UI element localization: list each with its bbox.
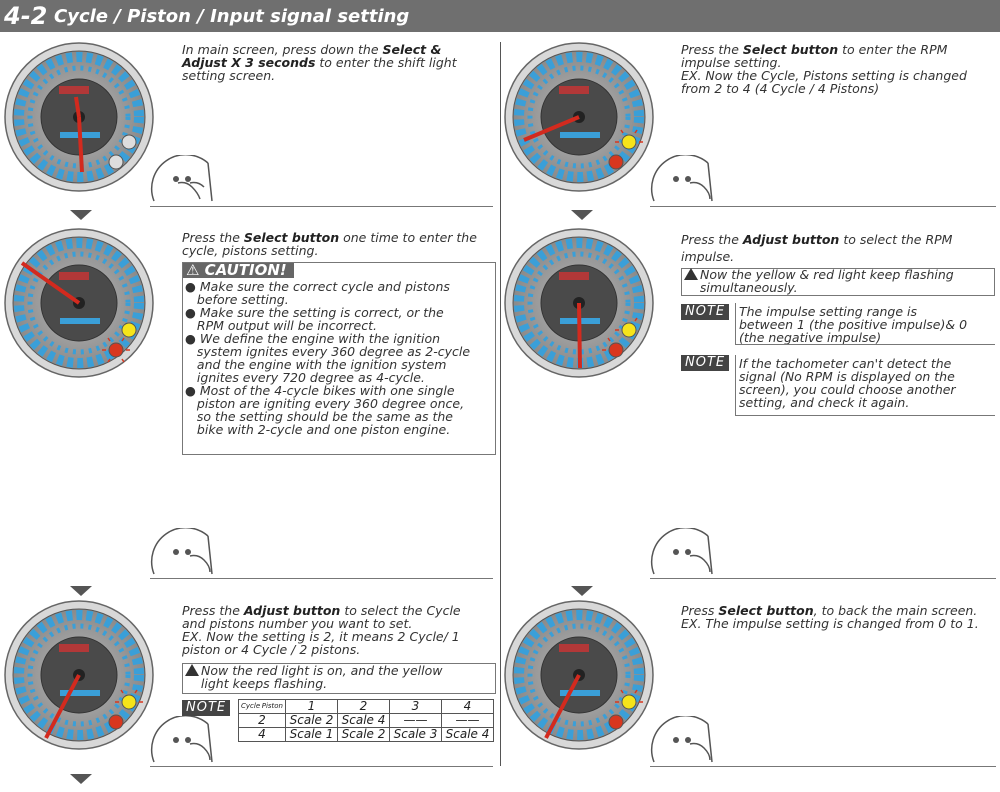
step5-text: Press the Adjust button to select the RP… bbox=[681, 232, 953, 264]
buttons-press-icon bbox=[150, 155, 213, 202]
step1-text: In main screen, press down the Select & … bbox=[182, 42, 457, 83]
gauge-image bbox=[504, 600, 654, 750]
gauge-image bbox=[4, 228, 154, 378]
step3-text: Press the Adjust button to select the Cy… bbox=[182, 603, 461, 657]
adjust-button-press-icon bbox=[650, 528, 713, 575]
gauge-image bbox=[504, 42, 654, 192]
warning-icon bbox=[185, 664, 199, 676]
table-row: 4 Scale 1 Scale 2 Scale 3 Scale 4 bbox=[238, 727, 494, 742]
down-arrow-icon bbox=[70, 774, 92, 784]
step3-warning: Now the red light is on, and the yellow … bbox=[185, 664, 491, 690]
warning-icon bbox=[684, 268, 698, 280]
caution-bullet: ● Make sure the correct cycle and piston… bbox=[185, 279, 450, 307]
down-arrow-icon bbox=[571, 210, 593, 220]
table-cell: Scale 2 bbox=[337, 727, 390, 742]
table-cell: Scale 4 bbox=[337, 713, 390, 728]
select-button-press-icon bbox=[650, 155, 713, 202]
divider-left-3 bbox=[150, 766, 493, 767]
select-button-press-icon bbox=[650, 716, 713, 763]
note2-box bbox=[735, 355, 995, 416]
step3-warning-box bbox=[182, 663, 496, 694]
step5-warning-box bbox=[681, 268, 995, 296]
step4-text: Press the Select button to enter the RPM… bbox=[681, 42, 967, 96]
table-cell: Scale 1 bbox=[285, 727, 338, 742]
gauge-image bbox=[504, 228, 654, 378]
table-cell: Scale 4 bbox=[441, 727, 494, 742]
gauge-image bbox=[4, 600, 154, 750]
section-header: 4-2 Cycle / Piston / Input signal settin… bbox=[0, 0, 1000, 32]
table-header-cell: 3 bbox=[389, 699, 442, 714]
caution-label: ⚠ CAUTION! bbox=[182, 262, 294, 278]
table-row-label: 4 bbox=[238, 727, 286, 742]
section-number: 4-2 bbox=[4, 2, 48, 30]
cycle-piston-scale-table: Cycle Piston 1 2 3 4 2 Scale 2 Scale 4 —… bbox=[238, 699, 494, 742]
divider-left-1 bbox=[150, 206, 493, 207]
note-label: NOTE bbox=[681, 355, 730, 371]
divider-left-2 bbox=[150, 578, 493, 579]
caution-bullet: ● We define the engine with the ignition… bbox=[185, 331, 471, 385]
down-arrow-icon bbox=[70, 210, 92, 220]
divider-right-2 bbox=[650, 578, 996, 579]
caution-bullet: ● Make sure the setting is correct, or t… bbox=[185, 305, 444, 333]
table-cell: —— bbox=[441, 713, 494, 728]
note1-text: The impulse setting range is between 1 (… bbox=[739, 304, 968, 345]
gauge-image bbox=[4, 42, 154, 192]
table-cell: Scale 2 bbox=[285, 713, 338, 728]
table-header-cell: 1 bbox=[285, 699, 338, 714]
note2-text: If the tachometer can't detect the signa… bbox=[739, 356, 956, 410]
step5-warning: Now the yellow & red light keep flashing… bbox=[684, 268, 990, 294]
table-header-cell: 4 bbox=[441, 699, 494, 714]
column-divider bbox=[500, 42, 501, 766]
divider-right-3 bbox=[650, 766, 996, 767]
down-arrow-icon bbox=[70, 586, 92, 596]
adjust-button-press-icon bbox=[150, 716, 213, 763]
table-row-label: 2 bbox=[238, 713, 286, 728]
note-label: NOTE bbox=[182, 700, 231, 716]
section-title: Cycle / Piston / Input signal setting bbox=[54, 6, 410, 27]
divider-right-1 bbox=[650, 206, 996, 207]
caution-box bbox=[182, 262, 496, 455]
table-row: 2 Scale 2 Scale 4 —— —— bbox=[238, 713, 494, 728]
note-label: NOTE bbox=[681, 304, 730, 320]
step2-text: Press the Select button one time to ente… bbox=[182, 230, 477, 258]
table-corner: Cycle Piston bbox=[238, 699, 286, 714]
note1-box bbox=[735, 303, 995, 345]
table-cell: Scale 3 bbox=[389, 727, 442, 742]
down-arrow-icon bbox=[571, 586, 593, 596]
caution-bullets: ● Make sure the correct cycle and piston… bbox=[185, 280, 491, 436]
table-header-row: Cycle Piston 1 2 3 4 bbox=[238, 699, 494, 714]
adjust-button-press-icon bbox=[150, 528, 213, 575]
step6-text: Press Select button, to back the main sc… bbox=[681, 603, 979, 631]
caution-bullet: ● Most of the 4-cycle bikes with one sin… bbox=[185, 383, 465, 437]
table-cell: —— bbox=[389, 713, 442, 728]
table-header-cell: 2 bbox=[337, 699, 390, 714]
